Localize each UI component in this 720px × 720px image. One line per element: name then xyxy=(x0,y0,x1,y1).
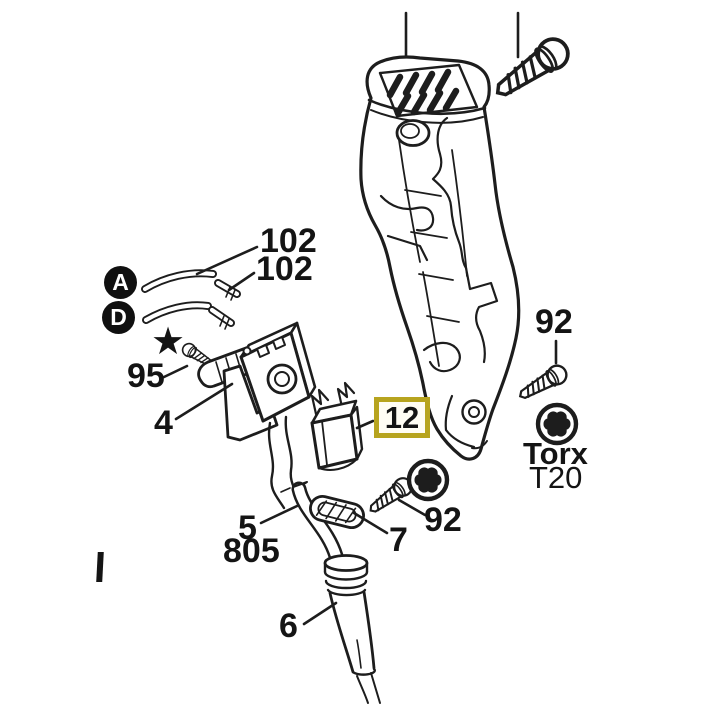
torx-size-label: T20 xyxy=(529,460,583,495)
part-ref-95: 95 xyxy=(127,357,165,395)
torx-icon-center xyxy=(409,461,447,499)
suppressor-drawing xyxy=(310,381,364,471)
part-ref-92-right: 92 xyxy=(535,303,573,341)
screw-top-drawing xyxy=(487,31,576,107)
part-ref-805: 805 xyxy=(223,532,280,570)
variant-marker-d: D xyxy=(102,301,135,334)
handle-housing-drawing xyxy=(359,55,521,461)
switch-assembly-drawing xyxy=(197,321,317,510)
cable-drawing xyxy=(291,481,344,564)
wire-lower-drawing xyxy=(142,301,235,330)
part-ref-102-lower: 102 xyxy=(256,250,313,288)
wire-upper-drawing xyxy=(141,269,241,301)
torx-label: Torx xyxy=(523,436,588,471)
variant-marker-a: A xyxy=(104,266,137,299)
part-ref-92-bottom: 92 xyxy=(424,501,462,539)
part-ref-4: 4 xyxy=(154,404,173,442)
star-icon: ★ xyxy=(151,321,186,363)
top-leader-lines xyxy=(404,11,520,63)
leader-lines xyxy=(162,245,558,626)
highlighted-part-ref-12[interactable]: 12 xyxy=(374,397,430,438)
part-ref-6: 6 xyxy=(279,607,298,645)
part-ref-12: 12 xyxy=(384,400,420,435)
part-ref-102-upper: 102 xyxy=(260,222,317,260)
part-ref-5: 5 xyxy=(238,509,257,547)
strain-relief-drawing xyxy=(323,554,381,704)
screw-right-drawing xyxy=(514,361,571,406)
part-ref-7: 7 xyxy=(389,521,408,559)
